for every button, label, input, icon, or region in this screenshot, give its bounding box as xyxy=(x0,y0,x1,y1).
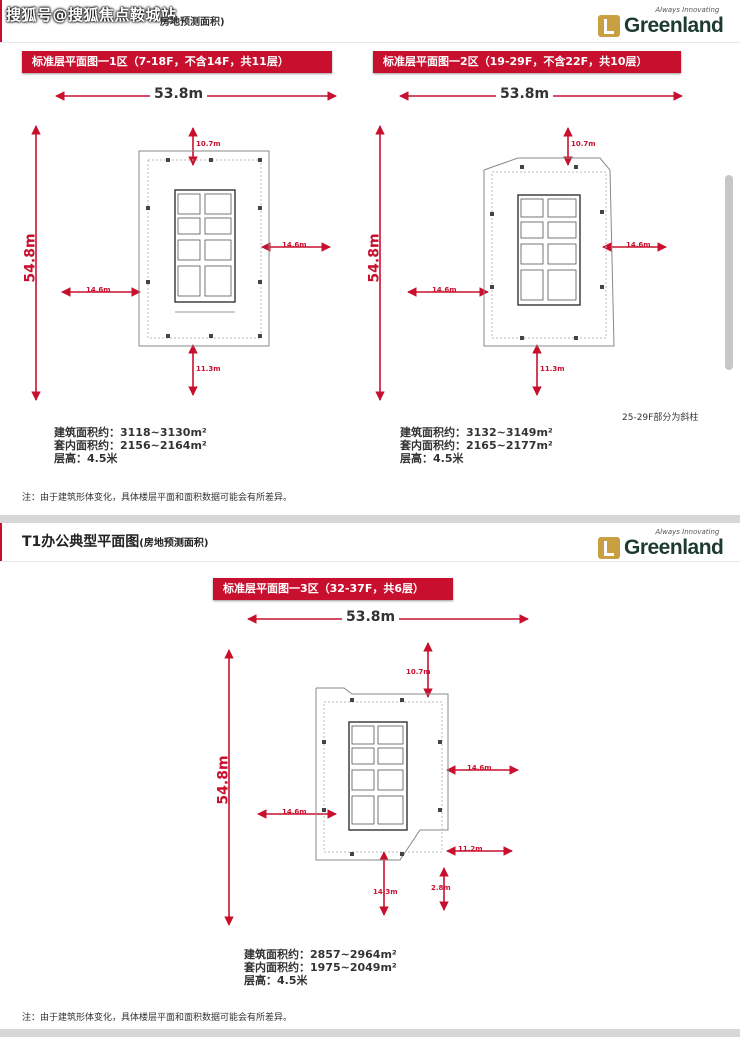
zone2-height-label: 54.8m xyxy=(366,233,383,283)
zone2-dim-bottom: 11.3m xyxy=(540,365,565,373)
logo-tagline: Always Innovating xyxy=(655,6,720,14)
zone1-dim-right: 14.6m xyxy=(282,241,307,249)
zone1-floor-plan xyxy=(138,150,270,347)
zone1-banner: 标准层平面图一1区（7-18F，不含14F，共11层） xyxy=(22,51,332,73)
zone3-dim-top: 10.7m xyxy=(406,668,431,676)
panel2-title-main: T1办公典型平面图 xyxy=(22,534,140,550)
zone2-stats: 建筑面积约：3132~3149m² 套内面积约：2165~2177m² 层高：4… xyxy=(400,426,553,465)
zone1-dim-top: 10.7m xyxy=(196,140,221,148)
logo-tagline: Always Innovating xyxy=(655,528,720,536)
panel2-note: 注：由于建筑形体变化，具体楼层平面和面积数据可能会有所差异。 xyxy=(22,1013,293,1023)
logo-name: Greenland xyxy=(624,14,724,37)
zone2-dim-right: 14.6m xyxy=(626,241,651,249)
zone1-width-label: 53.8m xyxy=(150,86,208,102)
greenland-logo-icon xyxy=(598,15,620,37)
zone3-floor-plan xyxy=(315,687,449,861)
greenland-logo: Always Innovating Greenland xyxy=(598,6,724,38)
zone3-dim-right-lower: 11.2m xyxy=(458,845,483,853)
zone3-dim-bottom-right: 2.8m xyxy=(431,884,451,892)
zone2-dim-top: 10.7m xyxy=(571,140,596,148)
zone2-inner-area: 套内面积约：2165~2177m² xyxy=(400,439,553,452)
zone2-banner: 标准层平面图一2区（19-29F，不含22F，共10层） xyxy=(373,51,681,73)
zone1-stats: 建筑面积约：3118~3130m² 套内面积约：2156~2164m² 层高：4… xyxy=(54,426,207,465)
panel1-note: 注：由于建筑形体变化，具体楼层平面和面积数据可能会有所差异。 xyxy=(22,493,293,503)
panel-divider xyxy=(0,1029,740,1037)
scrollbar-thumb[interactable] xyxy=(725,175,733,370)
greenland-logo-icon xyxy=(598,537,620,559)
zone2-gross-area: 建筑面积约：3132~3149m² xyxy=(400,426,553,439)
zone3-stats: 建筑面积约：2857~2964m² 套内面积约：1975~2049m² 层高：4… xyxy=(244,948,397,987)
zone2-dim-left: 14.6m xyxy=(432,286,457,294)
zone1-gross-area: 建筑面积约：3118~3130m² xyxy=(54,426,207,439)
zone1-dim-left: 14.6m xyxy=(86,286,111,294)
zone3-banner: 标准层平面图一3区（32-37F，共6层） xyxy=(213,578,453,600)
zone3-gross-area: 建筑面积约：2857~2964m² xyxy=(244,948,397,961)
panel1-subtitle-fragment: 房地预测面积) xyxy=(160,17,225,28)
zone3-dim-left: 14.6m xyxy=(282,808,307,816)
panel2-title-small: (房地预测面积) xyxy=(139,538,209,549)
zone3-width-label: 53.8m xyxy=(342,609,400,625)
zone2-floor-height: 层高：4.5米 xyxy=(400,452,464,465)
zone1-dim-bottom: 11.3m xyxy=(196,365,221,373)
accent-bar xyxy=(0,0,2,42)
zone1-floor-height: 层高：4.5米 xyxy=(54,452,118,465)
zone2-floor-plan xyxy=(483,157,615,347)
watermark: 搜狐号@搜狐焦点鞍城站 xyxy=(6,6,177,24)
logo-name: Greenland xyxy=(624,536,724,559)
zone3-dim-bottom: 14.3m xyxy=(373,888,398,896)
zone3-dim-right: 14.6m xyxy=(467,764,492,772)
zone3-floor-height: 层高：4.5米 xyxy=(244,974,308,987)
zone2-remark: 25-29F部分为斜柱 xyxy=(622,413,699,423)
accent-bar xyxy=(0,523,2,561)
zone3-height-label: 54.8m xyxy=(215,755,232,805)
zone2-width-label: 53.8m xyxy=(496,86,554,102)
zone1-inner-area: 套内面积约：2156~2164m² xyxy=(54,439,207,452)
panel-divider xyxy=(0,515,740,523)
greenland-logo: Always Innovating Greenland xyxy=(598,528,724,560)
zone1-height-label: 54.8m xyxy=(22,233,39,283)
zone3-inner-area: 套内面积约：1975~2049m² xyxy=(244,961,397,974)
panel2-title: T1办公典型平面图(房地预测面积) xyxy=(22,531,208,551)
